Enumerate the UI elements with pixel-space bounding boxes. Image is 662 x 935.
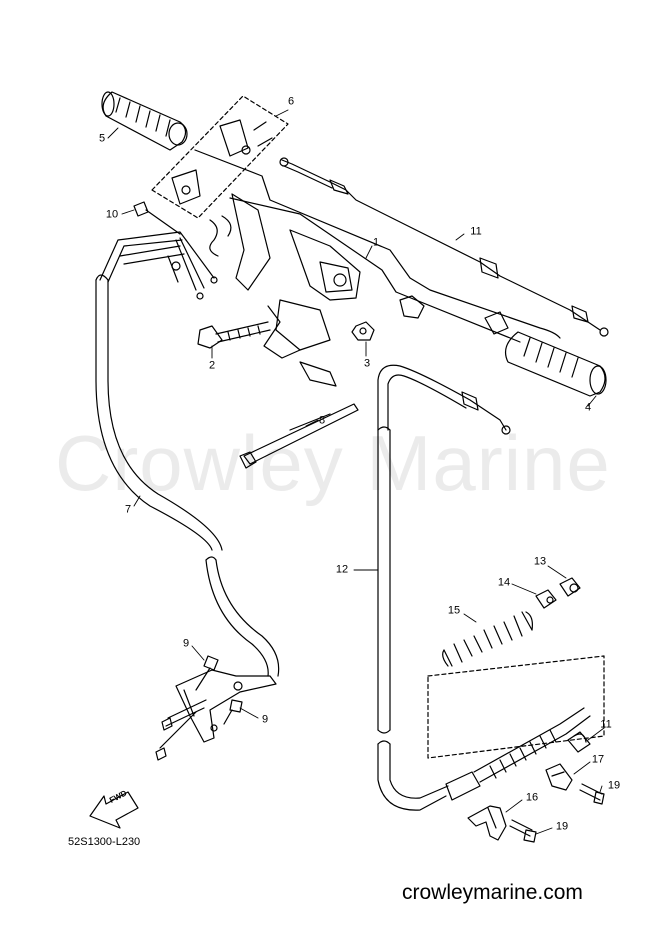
callout-7: 7 — [124, 503, 132, 516]
callout-1: 1 — [372, 236, 380, 249]
reverse-cable — [377, 364, 591, 811]
bushing — [535, 589, 557, 609]
shift-cable — [95, 231, 280, 677]
steering-handle — [194, 149, 561, 387]
callout-15: 14 — [497, 576, 511, 589]
callout-19-lower: 19 — [555, 820, 569, 833]
clip — [567, 731, 591, 753]
bolt-9-upper — [195, 655, 219, 691]
spring — [442, 611, 533, 667]
bracket-18 — [545, 763, 573, 791]
lower-bracket — [155, 669, 277, 761]
callout-18: 17 — [591, 753, 605, 766]
callout-2: 2 — [208, 359, 216, 372]
callout-3: 3 — [363, 357, 371, 370]
bolt-19-upper — [579, 783, 605, 805]
bolt-10 — [133, 201, 218, 284]
website-link[interactable]: crowleymarine.com — [402, 881, 583, 904]
cable-tie — [239, 403, 359, 469]
callout-17: 16 — [525, 791, 539, 804]
callout-6: 6 — [287, 95, 295, 108]
left-grip — [101, 91, 188, 151]
bolt-19-lower — [509, 819, 537, 843]
bolt-9-lower — [223, 699, 243, 725]
nut-3 — [351, 321, 375, 341]
callout-14: 13 — [533, 555, 547, 568]
fwd-arrow-icon — [89, 791, 139, 829]
bolt-2 — [197, 321, 271, 349]
callout-9-upper: 9 — [182, 637, 190, 650]
callout-4: 4 — [584, 401, 592, 414]
throttle-cable — [279, 157, 609, 337]
callout-11: 11 — [600, 718, 612, 731]
diagram-code: 52S1300-L230 — [68, 836, 141, 848]
callout-12: 11 — [470, 225, 482, 238]
callout-16: 15 — [447, 604, 461, 617]
collar — [559, 577, 581, 597]
leader-lines — [107, 109, 605, 835]
callout-13: 12 — [335, 563, 349, 576]
cable-holder — [467, 805, 507, 841]
callout-19-upper: 19 — [607, 779, 621, 792]
watermark-text: Crowley Marine — [55, 419, 611, 507]
callout-8: 8 — [318, 414, 326, 427]
reference-box — [427, 655, 605, 759]
callout-9-lower: 9 — [261, 713, 269, 726]
right-grip — [505, 331, 607, 397]
callout-10: 10 — [105, 208, 119, 221]
throttle-housing-group — [151, 95, 289, 219]
callout-5: 5 — [98, 132, 106, 145]
